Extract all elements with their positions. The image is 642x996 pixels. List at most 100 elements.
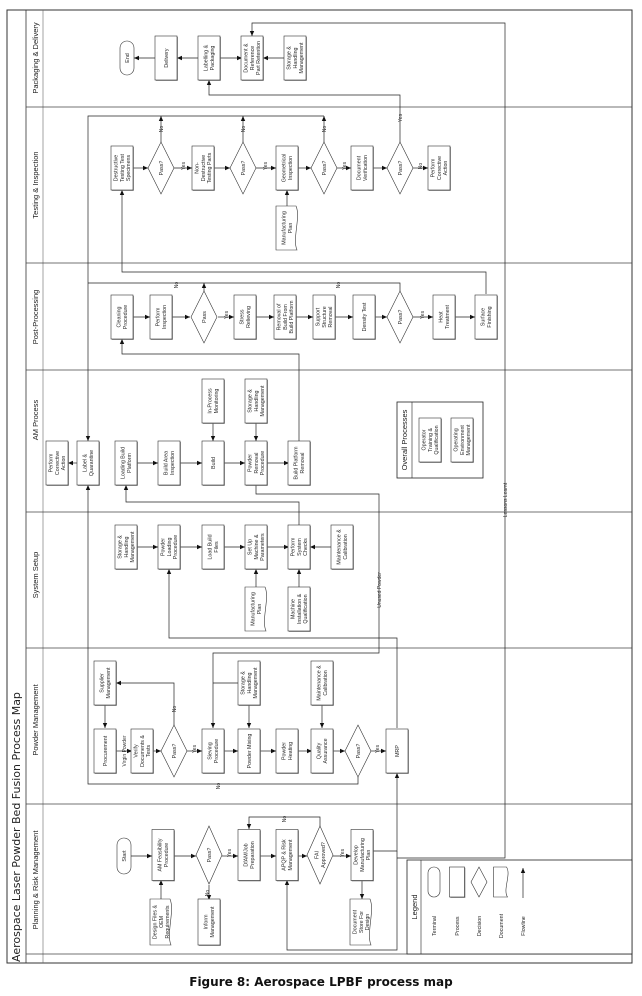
edge-label-no: No	[205, 890, 211, 897]
node-label: PerformCorrectiveAction	[431, 156, 449, 180]
process-box	[45, 440, 69, 486]
node-label-line: Inform	[204, 914, 210, 930]
node-label-line: Corrective	[55, 451, 61, 475]
node-label: OperatorTraining &Qualification	[422, 425, 440, 454]
edge-label-yes: Yes	[227, 848, 233, 857]
process-box	[244, 440, 268, 486]
node-label: Build PlatformRemoval	[294, 446, 306, 480]
node-label-line: Plan	[288, 223, 294, 234]
decision-diamond	[386, 141, 414, 195]
node-apqp: APQP & RiskManagement	[275, 829, 299, 882]
node-label-line: Management	[260, 385, 266, 416]
node-pass-p2: Pass?	[386, 290, 414, 344]
process-box	[275, 145, 299, 191]
node-fai: FAIApproved?	[306, 825, 334, 885]
node-label-line: End	[125, 53, 131, 62]
node-storage-pm: Storage &HandlingManagement	[237, 660, 261, 706]
process-box	[201, 524, 225, 570]
legend-label: Decision	[477, 916, 483, 936]
node-label-line: Design	[365, 914, 371, 931]
node-label: StressRelieving	[240, 306, 252, 328]
node-inproc: In-ProcessMonitoring	[201, 378, 225, 424]
node-label-line: Pass	[202, 311, 208, 323]
decision-diamond	[344, 724, 372, 778]
node-label-line: Handling	[124, 536, 130, 557]
flowline	[119, 339, 300, 441]
node-label-line: Monitoring	[214, 389, 220, 414]
node-label-line: Perform	[156, 307, 162, 326]
node-qa: QualityAssurance	[310, 728, 334, 774]
node-label-line: Powder	[161, 538, 167, 556]
node-heat: HeatTreatment	[432, 294, 456, 340]
node-label-line: Environment	[460, 425, 466, 455]
node-label: Pass?	[172, 744, 178, 759]
process-box	[197, 898, 221, 946]
process-box	[237, 829, 261, 881]
node-label-line: Action	[61, 456, 67, 471]
node-label-line: Pass?	[398, 310, 404, 325]
node-label: Loading BuildPlatform	[121, 447, 133, 479]
node-mplan-ti: ManufacturingPlan	[275, 205, 298, 251]
node-label-line: Operating	[454, 428, 460, 451]
node-label-line: Documents &	[140, 735, 146, 767]
node-label: PowderRemovalProcedure	[248, 451, 266, 475]
node-label-q: Label &Quarantine	[76, 440, 100, 486]
flowline	[284, 851, 398, 951]
node-mrp: MRP	[385, 728, 409, 774]
document-shape	[149, 898, 172, 946]
node-label: Non-DestructiveTesting Parts	[195, 152, 213, 183]
node-surface: SurfaceFinishing	[474, 294, 498, 340]
node-label-line: Non-	[195, 162, 201, 174]
document-icon	[493, 866, 509, 898]
node-powder-removal: PowderRemovalProcedure	[244, 440, 268, 486]
node-ndt: Non-DestructiveTesting Parts	[191, 145, 215, 191]
node-label-line: Management	[210, 906, 216, 937]
node-label-line: Powder	[282, 742, 288, 760]
node-label: InformManagement	[204, 906, 216, 937]
node-label-line: Removal	[300, 453, 306, 474]
node-lbf: Load BuildFiles	[201, 524, 225, 570]
process-box	[350, 829, 374, 881]
process-box	[201, 378, 225, 424]
terminal-icon	[427, 866, 441, 898]
process-box	[233, 294, 257, 340]
decision-diamond	[160, 724, 188, 778]
node-label-line: Installation &	[297, 593, 303, 624]
node-label-line: Management	[466, 424, 472, 455]
node-cleaning: CleaningProcedure	[110, 294, 134, 340]
node-amf: AM FeasibilityProcedure	[151, 829, 175, 882]
decision-diamond	[147, 141, 175, 195]
node-label-line: Management	[253, 667, 259, 698]
node-label-line: Procedure	[123, 305, 129, 329]
node-label-line: Manufacturing	[360, 838, 366, 872]
node-label: Powder Mixing	[247, 734, 253, 769]
node-design-files: Design Files &OEMRequirements	[149, 898, 172, 946]
node-label-line: Plan	[366, 850, 372, 861]
process-icon	[449, 866, 465, 898]
node-label: QualityAssurance	[317, 738, 329, 763]
edge-label-no: No	[322, 126, 328, 133]
node-label-line: APQP & Risk	[282, 839, 288, 871]
legend-title: Legend	[410, 894, 419, 919]
flowline	[116, 680, 175, 725]
node-label-line: Start	[122, 850, 128, 862]
node-label-line: System	[297, 538, 303, 556]
decision-diamond	[195, 825, 223, 885]
process-box	[237, 660, 261, 706]
node-psc: PerformSystemChecks	[287, 524, 311, 570]
process-box	[93, 728, 117, 774]
node-label-line: Label &	[83, 454, 89, 472]
edge-label-yes: Yes	[340, 848, 346, 857]
flowlines	[68, 22, 506, 951]
document-icon	[493, 866, 509, 898]
node-label: Storage &HandlingManagement	[241, 667, 259, 698]
node-mixing: Powder Mixing	[237, 728, 261, 774]
node-label-line: Delivery	[164, 48, 170, 67]
node-label: SupportStructureRemoval	[316, 306, 334, 328]
node-label: In-ProcessMonitoring	[208, 388, 220, 414]
node-label-line: Powder Mixing	[247, 734, 253, 769]
process-box	[283, 35, 307, 81]
node-label: PerformCorrectiveAction	[49, 451, 67, 475]
node-label-line: Corrective	[437, 156, 443, 180]
